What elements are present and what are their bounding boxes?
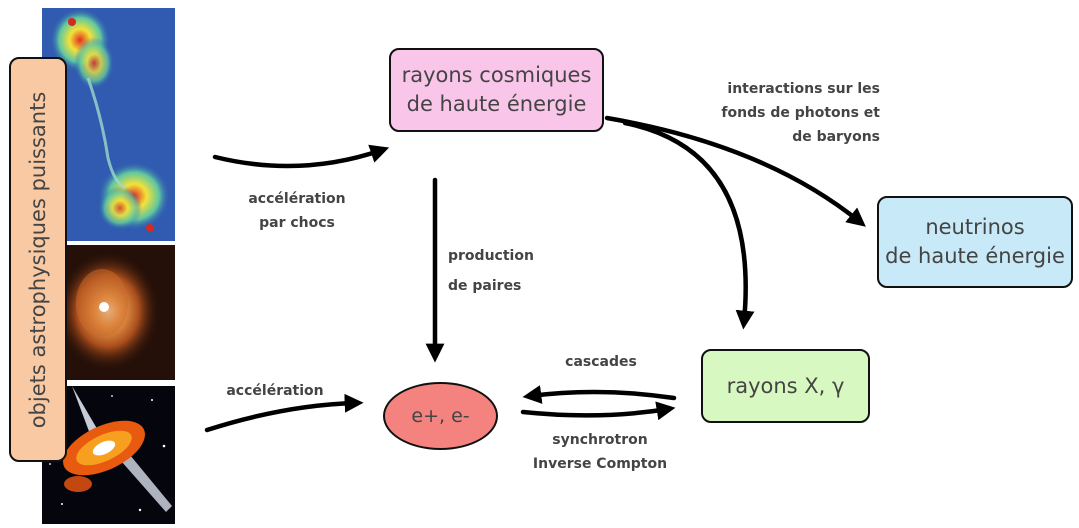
cosmic-rays-text: rayons cosmiques de haute énergie (401, 63, 592, 116)
arrow-synchrotron (520, 401, 676, 421)
xray-gamma-node: rayons X, γ (701, 349, 870, 423)
arrow-shock-acceleration (212, 144, 390, 169)
arrow-cascades (522, 385, 677, 404)
acceleration-label: accélération (226, 383, 324, 399)
neutrinos-text: neutrinos de haute énergie (885, 215, 1065, 268)
pairs-text: e+, e- (411, 405, 470, 427)
arrow-interactions-to-gamma (622, 120, 755, 330)
cascades-label: cascades (565, 354, 637, 370)
shock-acceleration-label: accélération par chocs (248, 191, 346, 231)
arrow-interactions-to-neutrinos (604, 115, 866, 227)
arrow-acceleration (204, 393, 364, 433)
interactions-label: interactions sur les fonds de photons et… (721, 81, 880, 145)
radio-galaxy-jets-image (42, 8, 175, 241)
pair-production-label: production de paires (448, 248, 534, 294)
pairs-node: e+, e- (383, 382, 498, 450)
neutrinos-node: neutrinos de haute énergie (877, 196, 1073, 288)
astrophysical-objects-label: objets astrophysiques puissants (9, 57, 67, 462)
cosmic-rays-node: rayons cosmiques de haute énergie (389, 48, 604, 132)
synchrotron-label: synchrotron Inverse Compton (532, 432, 668, 472)
xray-gamma-text: rayons X, γ (726, 373, 845, 398)
